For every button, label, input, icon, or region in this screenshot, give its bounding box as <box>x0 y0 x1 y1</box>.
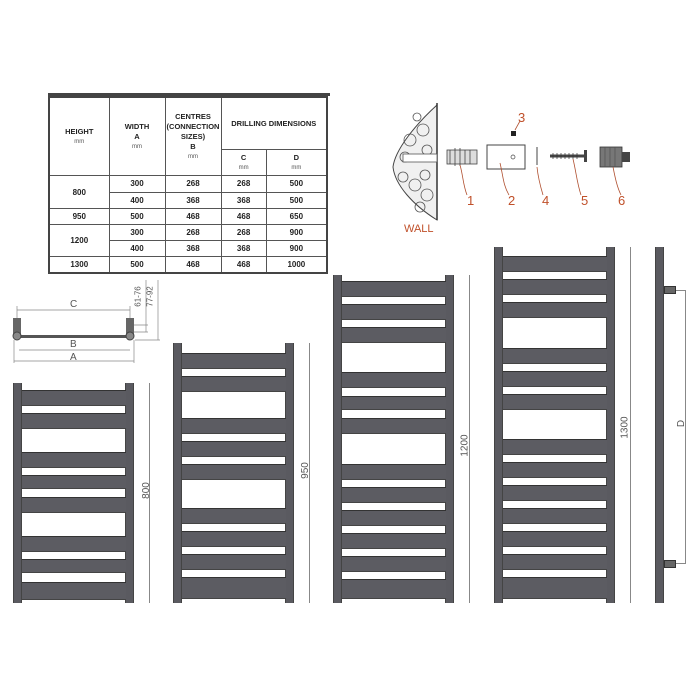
header-centres: CENTRES (CONNECTION SIZES) B mm <box>164 96 222 177</box>
cell-width: 300 <box>108 223 166 242</box>
cell-height: 950 <box>48 207 110 225</box>
depth-label-1: 61-76 <box>133 286 143 307</box>
table-row: 950 500 468 468 650 <box>48 207 328 225</box>
dim-a-label: A <box>70 352 77 363</box>
cell-width: 500 <box>108 256 166 274</box>
cell-d: 900 <box>265 240 328 258</box>
washer-icon <box>536 147 544 196</box>
header-drilling: DRILLING DIMENSIONS <box>220 96 328 151</box>
part-number-3: 3 <box>518 110 526 125</box>
cell-width: 400 <box>108 191 166 209</box>
cell-c: 268 <box>220 175 267 193</box>
wall-plug-icon <box>446 148 478 196</box>
part-number-1: 1 <box>467 193 475 208</box>
mounting-block-icon <box>486 144 526 196</box>
cell-b: 268 <box>164 223 222 242</box>
cell-width: 300 <box>108 175 166 193</box>
top-view-diagram <box>12 280 160 363</box>
cell-c: 468 <box>220 256 267 274</box>
bracket-cap-icon <box>599 146 630 196</box>
depth-label-2: 77-92 <box>145 286 155 307</box>
cell-width: 500 <box>108 207 166 225</box>
cell-height: 1300 <box>48 256 110 274</box>
cell-height: 800 <box>48 175 110 209</box>
cell-c: 268 <box>220 223 267 242</box>
table-row: 800 300 268 268 500 <box>48 175 328 209</box>
header-width: WIDTH A mm <box>108 96 166 177</box>
height-label-800: 800 <box>140 482 152 499</box>
cell-d: 500 <box>265 191 328 209</box>
height-label-1200: 1200 <box>459 434 471 457</box>
cell-b: 368 <box>164 191 222 209</box>
cell-b: 268 <box>164 175 222 193</box>
height-label-1300: 1300 <box>619 416 631 439</box>
wall-label: WALL <box>404 223 434 235</box>
fixing-kit-diagram <box>392 103 630 221</box>
cell-d: 500 <box>265 175 328 193</box>
cell-d: 650 <box>265 207 328 225</box>
part-number-4: 4 <box>542 193 550 208</box>
screw-icon <box>550 150 587 196</box>
cell-d: 1000 <box>265 256 328 274</box>
height-label-950: 950 <box>299 462 311 479</box>
part-number-5: 5 <box>581 193 589 208</box>
cell-b: 468 <box>164 256 222 274</box>
header-height: HEIGHT mm <box>48 96 110 177</box>
table-top-border <box>48 93 330 96</box>
cell-c: 468 <box>220 207 267 225</box>
cell-b: 368 <box>164 240 222 258</box>
cell-b: 468 <box>164 207 222 225</box>
cell-c: 368 <box>220 240 267 258</box>
grub-screw-icon <box>511 131 516 136</box>
part-number-2: 2 <box>508 193 516 208</box>
part-number-6: 6 <box>618 193 626 208</box>
dim-c-label: C <box>70 299 78 310</box>
dimensions-table: HEIGHT mm WIDTH A mm CENTRES (CONNECTION… <box>48 96 328 274</box>
cell-d: 900 <box>265 223 328 242</box>
cell-height: 1200 <box>48 223 110 258</box>
wall-icon <box>392 103 438 221</box>
table-row: 1200 300 268 268 900 <box>48 223 328 258</box>
table-row: 1300 500 468 468 1000 <box>48 256 328 274</box>
dim-b-label: B <box>70 339 77 350</box>
cell-c: 368 <box>220 191 267 209</box>
cell-width: 400 <box>108 240 166 258</box>
side-d-label: D <box>676 419 688 428</box>
